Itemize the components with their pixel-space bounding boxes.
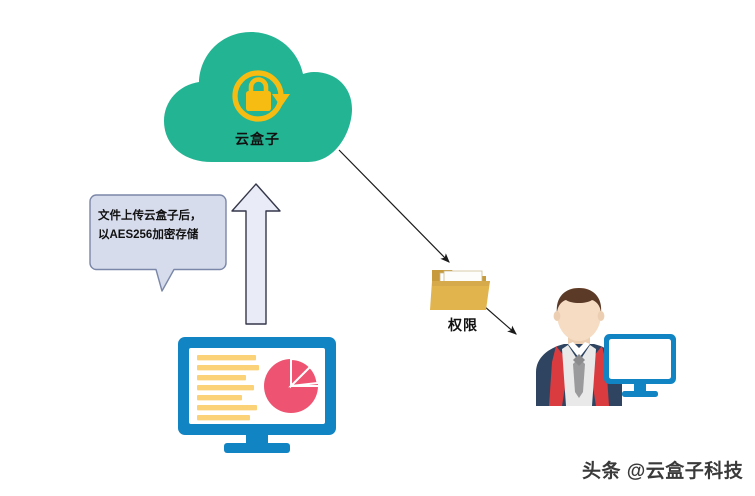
dashboard-text-lines (197, 355, 259, 421)
encryption-note-bubble: 文件上传云盒子后， 以AES256加密存储 (88, 193, 228, 298)
bubble-line-1: 文件上传云盒子后， (98, 210, 202, 222)
business-user[interactable] (522, 287, 682, 406)
folder-icon (430, 270, 490, 310)
cloud-to-folder-arrow (338, 149, 450, 263)
permissions-folder[interactable] (428, 258, 498, 316)
watermark: 头条 @云盒子科技 (582, 461, 744, 482)
cloud-label: 云盒子 (235, 131, 280, 147)
cloud-node[interactable]: 云盒子 (160, 28, 355, 163)
upload-arrow (228, 180, 284, 328)
bubble-text-block: 文件上传云盒子后， 以AES256加密存储 (98, 207, 218, 245)
monitor-shape (178, 337, 336, 453)
bubble-shape (89, 194, 227, 292)
dashboard-monitor[interactable] (176, 335, 338, 453)
folder-label: 权限 (448, 317, 478, 333)
user-monitor (604, 334, 676, 397)
dashboard-pie-chart (264, 357, 319, 413)
encrypted-sync-lock-icon (232, 70, 290, 122)
bubble-line-2: 以AES256加密存储 (98, 229, 199, 241)
business-user-illustration (536, 287, 676, 406)
upload-arrow-shape (231, 183, 281, 325)
